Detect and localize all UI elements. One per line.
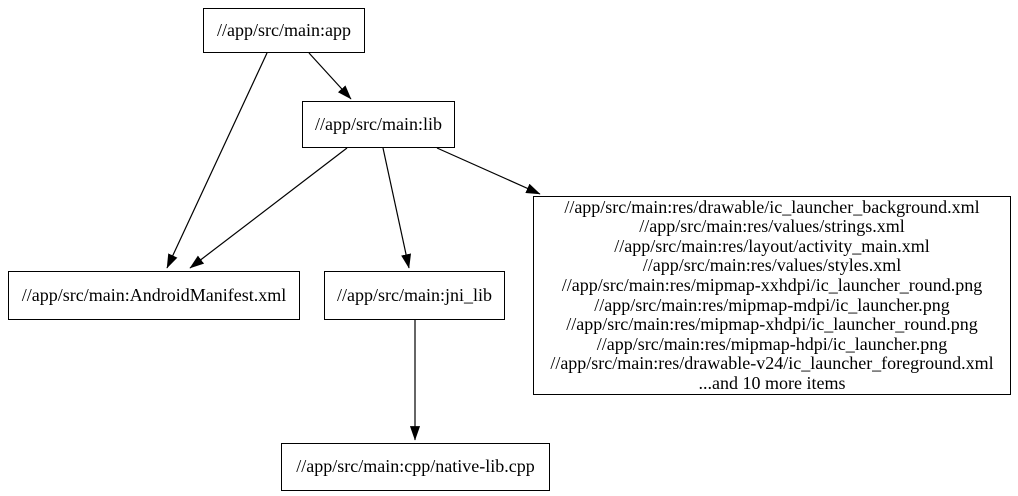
graph-node-app-label: //app/src/main:app: [217, 19, 351, 40]
resource-item: //app/src/main:res/mipmap-mdpi/ic_launch…: [594, 294, 950, 315]
resource-item: //app/src/main:res/values/styles.xml: [642, 255, 902, 276]
edge-app-to-lib: [308, 52, 352, 100]
resource-items-overflow-note: ...and 10 more items: [698, 372, 846, 393]
graph-node-native-lib-cpp-label: //app/src/main:cpp/native-lib.cpp: [296, 456, 535, 477]
resource-item: //app/src/main:res/drawable/ic_launcher_…: [564, 196, 980, 217]
graph-node-android-manifest: //app/src/main:AndroidManifest.xml: [8, 271, 300, 320]
graph-node-android-manifest-label: //app/src/main:AndroidManifest.xml: [21, 284, 287, 305]
graph-node-resources: //app/src/main:res/drawable/ic_launcher_…: [533, 196, 1011, 395]
resource-item: //app/src/main:res/layout/activity_main.…: [614, 235, 930, 256]
resource-item: //app/src/main:res/mipmap-hdpi/ic_launch…: [596, 333, 948, 354]
graph-node-app: //app/src/main:app: [203, 8, 365, 53]
resource-item: //app/src/main:res/mipmap-xxhdpi/ic_laun…: [561, 274, 983, 295]
edge-lib-to-jni-lib: [382, 147, 411, 269]
edge-app-to-manifest: [166, 52, 268, 269]
graph-node-lib-label: //app/src/main:lib: [315, 113, 442, 134]
resource-item: //app/src/main:res/drawable-v24/ic_launc…: [550, 353, 994, 374]
edge-lib-to-manifest: [189, 147, 348, 269]
edge-lib-to-resources: [436, 147, 541, 195]
graph-node-lib: //app/src/main:lib: [302, 101, 455, 148]
graph-node-native-lib-cpp: //app/src/main:cpp/native-lib.cpp: [281, 443, 550, 491]
resource-item: //app/src/main:res/values/strings.xml: [639, 216, 905, 237]
graph-node-jni-lib: //app/src/main:jni_lib: [324, 271, 505, 320]
resource-item: //app/src/main:res/mipmap-xhdpi/ic_launc…: [566, 314, 978, 335]
graph-node-jni-lib-label: //app/src/main:jni_lib: [337, 284, 492, 305]
